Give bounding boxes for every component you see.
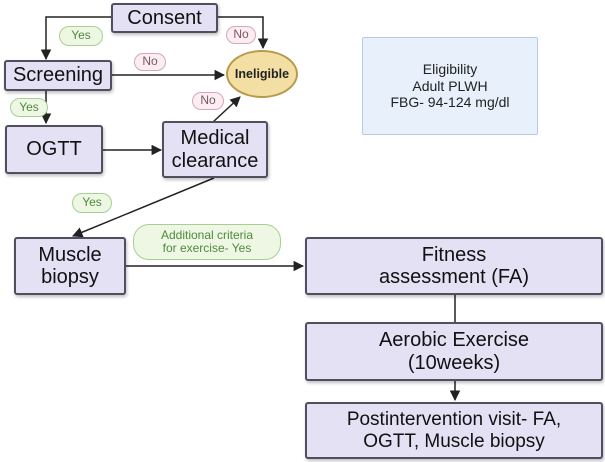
yes-tag-consent-label: Yes [71, 28, 91, 43]
fitness-assessment-box: Fitness assessment (FA) [305, 237, 603, 295]
yes-tag-clearance-label: Yes [82, 195, 102, 210]
no-tag-screening: No [134, 53, 166, 71]
no-tag-clearance: No [192, 92, 224, 110]
arrow-clearance-to-biopsy [72, 177, 215, 238]
postintervention-label: Postintervention visit- FA, OGTT, Muscle… [346, 409, 562, 452]
yes-tag-screening: Yes [10, 98, 48, 117]
screening-box: Screening [4, 60, 112, 91]
consent-label: Consent [127, 6, 202, 29]
no-tag-screening-label: No [142, 54, 158, 69]
fitness-assessment-label: Fitness assessment (FA) [378, 243, 530, 288]
exercise-criteria-tag: Additional criteria for exercise- Yes [133, 224, 281, 260]
aerobic-exercise-box: Aerobic Exercise (10weeks) [305, 322, 603, 381]
no-tag-consent-label: No [233, 27, 249, 42]
yes-tag-screening-label: Yes [19, 99, 39, 114]
screening-label: Screening [12, 64, 104, 87]
ogtt-label: OGTT [26, 138, 82, 161]
exercise-criteria-label: Additional criteria for exercise- Yes [160, 227, 254, 255]
postintervention-box: Postintervention visit- FA, OGTT, Muscle… [305, 402, 603, 459]
medical-clearance-box: Medical clearance [162, 121, 268, 178]
muscle-biopsy-box: Muscle biopsy [14, 237, 126, 295]
medical-clearance-label: Medical clearance [171, 127, 259, 172]
aerobic-exercise-label: Aerobic Exercise (10weeks) [378, 329, 530, 374]
eligibility-text: Eligibility Adult PLWH FBG- 94-124 mg/dl [390, 60, 510, 111]
ineligible-oval: Ineligible [226, 50, 298, 98]
arrow-consent-to-ineligible [218, 16, 269, 50]
arrow-consent-to-screening [40, 16, 111, 61]
consent-box: Consent [111, 3, 218, 33]
ineligible-label: Ineligible [234, 67, 290, 81]
arrow-clearance-to-ineligible [212, 96, 241, 123]
muscle-biopsy-label: Muscle biopsy [38, 243, 102, 288]
eligibility-box: Eligibility Adult PLWH FBG- 94-124 mg/dl [362, 37, 538, 135]
no-tag-consent: No [226, 26, 256, 44]
no-tag-clearance-label: No [200, 93, 216, 108]
yes-tag-consent: Yes [59, 26, 103, 46]
yes-tag-clearance: Yes [72, 193, 112, 213]
ogtt-box: OGTT [5, 125, 103, 174]
